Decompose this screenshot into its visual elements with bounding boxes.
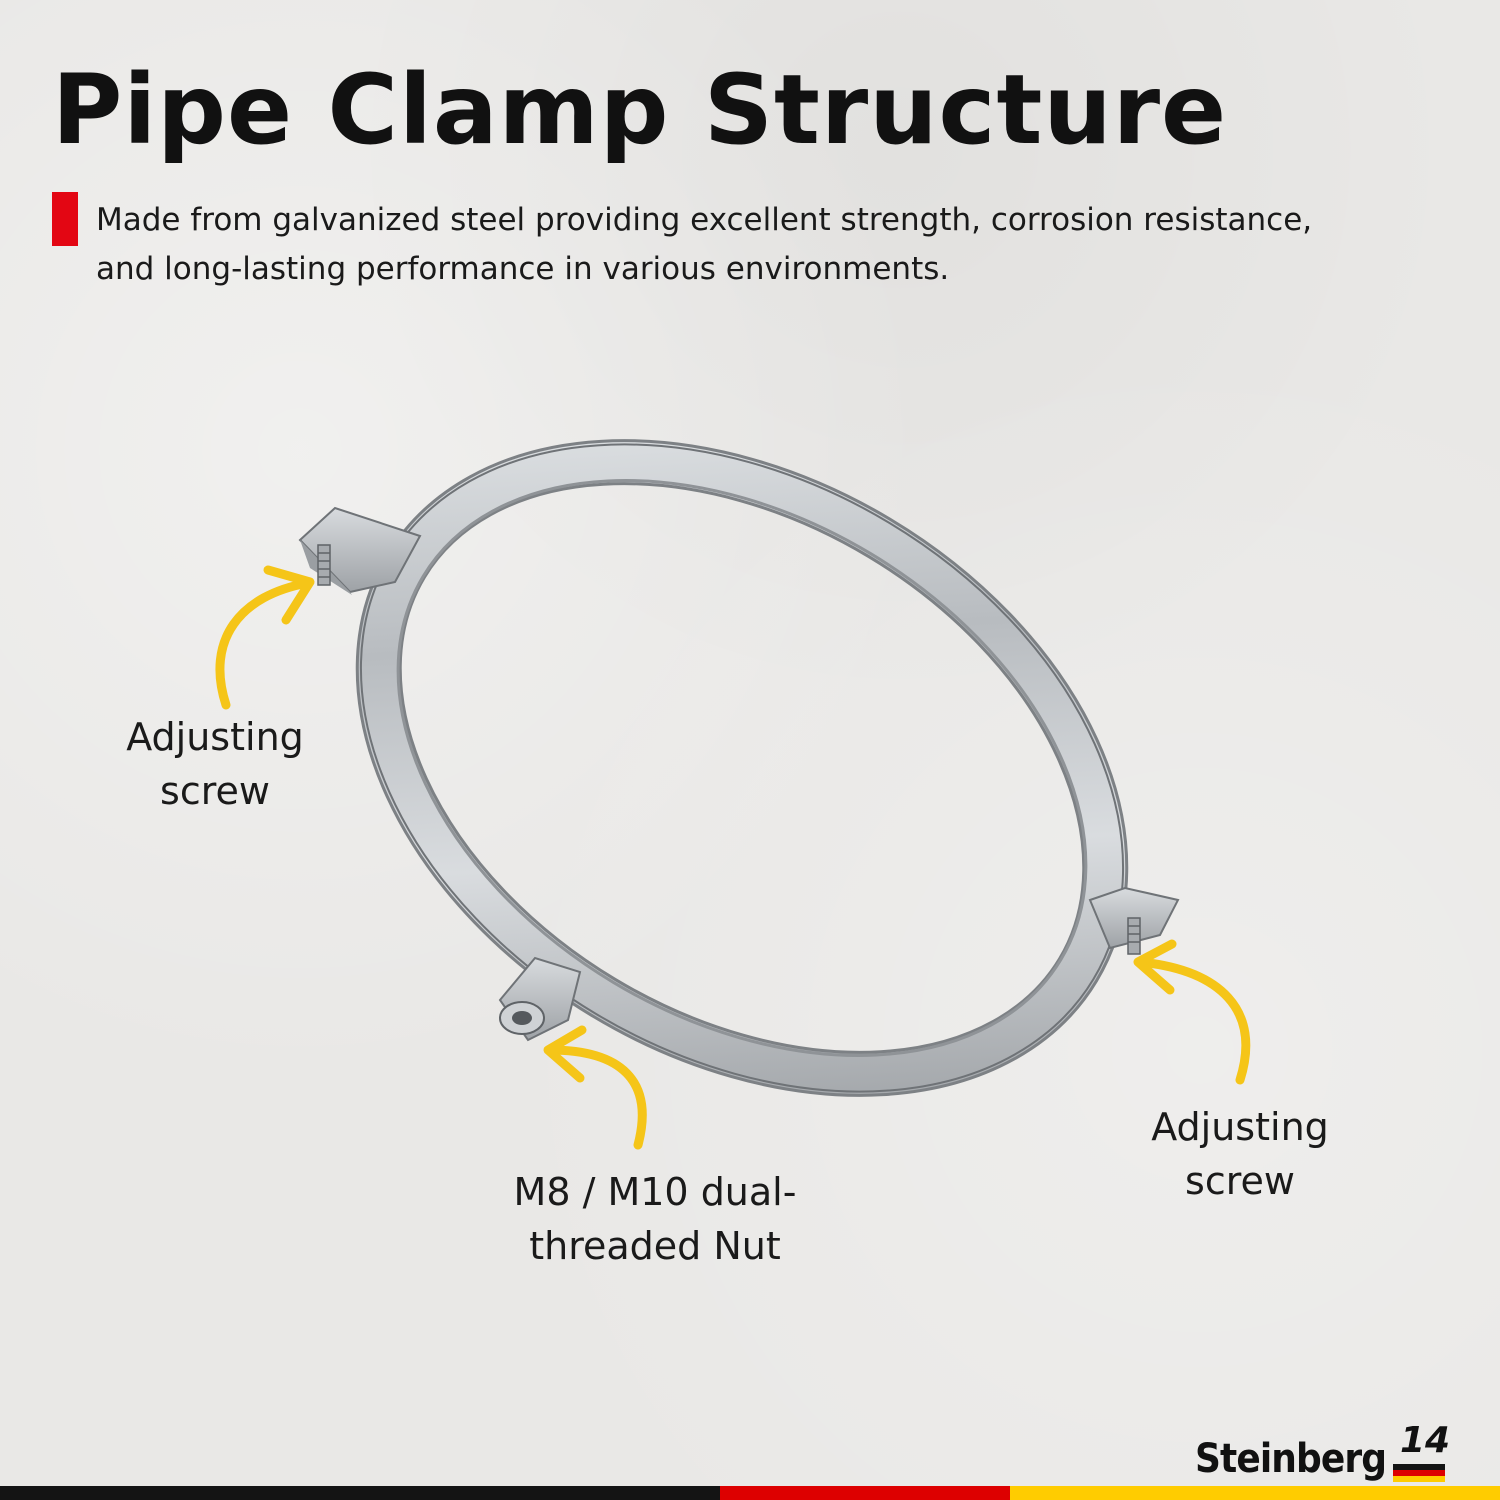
left-screw-tab xyxy=(298,506,422,595)
brand-logo: Steinberg 14 xyxy=(1195,1420,1455,1488)
accent-bar xyxy=(52,192,78,246)
curved-arrow-icon xyxy=(1133,939,1251,1085)
label-right-adjusting-screw: Adjusting screw xyxy=(1151,1105,1329,1203)
clamp-ring xyxy=(355,439,1129,1097)
brand-name: Steinberg xyxy=(1195,1436,1387,1482)
description-text: Made from galvanized steel providing exc… xyxy=(96,202,1313,287)
brand-flag-icon xyxy=(1393,1464,1445,1482)
brand-number: 14 xyxy=(1400,1420,1451,1461)
right-screw-tab xyxy=(1088,886,1180,955)
curved-arrow-icon xyxy=(215,565,315,710)
label-threaded-nut: M8 / M10 dual- threaded Nut xyxy=(513,1170,797,1268)
page-title: Pipe Clamp Structure xyxy=(52,54,1228,166)
curved-arrow-icon xyxy=(543,1025,647,1150)
bottom-color-strip xyxy=(0,1486,1500,1500)
label-left-adjusting-screw: Adjusting screw xyxy=(126,715,304,813)
threaded-nut xyxy=(498,956,582,1042)
